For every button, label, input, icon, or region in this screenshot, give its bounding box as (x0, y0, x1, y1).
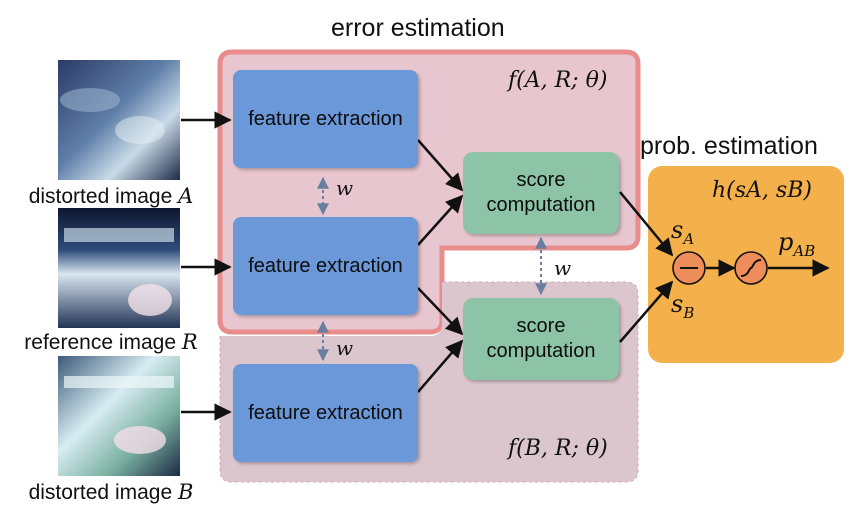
f-bottom-label: f(B, R; θ) (508, 436, 608, 461)
caption-image-a: distorted image A (28, 184, 194, 208)
feature-extraction-box-b: feature extraction (233, 364, 418, 462)
distorted-image-b-thumbnail (58, 356, 180, 476)
error-estimation-title: error estimation (331, 14, 505, 42)
score-computation-box-top: score computation (463, 152, 619, 234)
h-function-label: h(sA, sB) (712, 178, 812, 203)
arrow-fe-r-to-score-bottom (417, 287, 464, 336)
p-ab-label: pAB (778, 228, 816, 260)
weight-label-3: w (554, 256, 572, 280)
prob-estimation-title: prob. estimation (640, 132, 818, 160)
feature-extraction-box-a: feature extraction (233, 70, 418, 168)
caption-image-r: reference image R (24, 330, 198, 354)
s-b-label: sB (671, 290, 695, 322)
arrow-fe-a-to-score-top (417, 139, 464, 192)
f-top-label: f(A, R; θ) (508, 68, 608, 93)
score-computation-box-bottom: score computation (463, 298, 619, 380)
arrow-fe-b-to-score-bottom (417, 339, 464, 393)
s-a-label: sA (671, 216, 695, 248)
caption-image-b: distorted image B (28, 480, 194, 504)
weight-label-2: w (336, 336, 354, 360)
weight-label-1: w (336, 176, 354, 200)
arrow-score-top-to-op (619, 191, 674, 257)
arrow-score-bottom-to-op (619, 280, 674, 343)
distorted-image-a-thumbnail (58, 60, 180, 180)
feature-extraction-box-r: feature extraction (233, 217, 418, 315)
arrow-fe-r-to-score-top (417, 194, 464, 246)
reference-image-r-thumbnail (58, 208, 180, 328)
